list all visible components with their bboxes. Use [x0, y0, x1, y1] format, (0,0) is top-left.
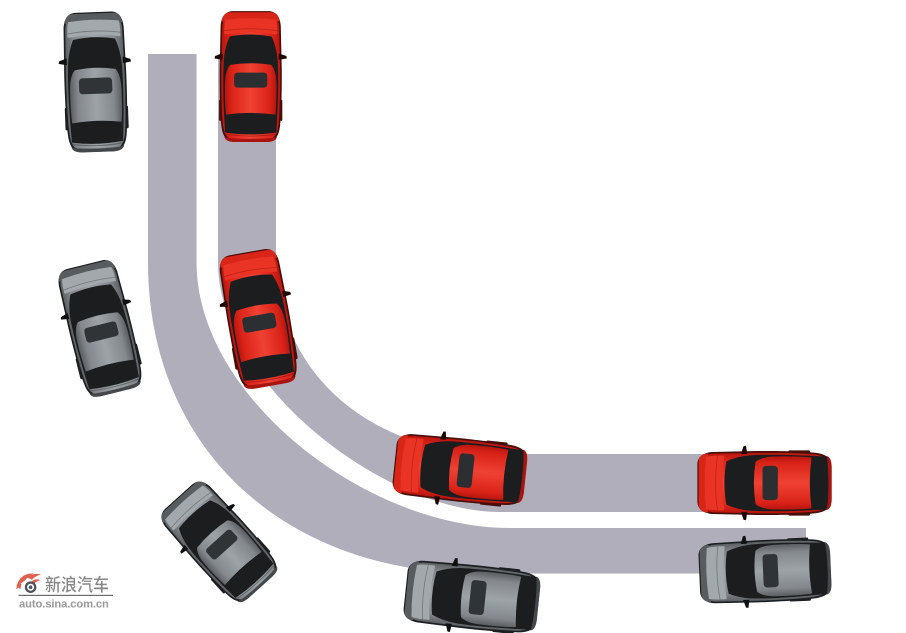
svg-text:auto.sina.com.cn: auto.sina.com.cn	[19, 599, 109, 611]
